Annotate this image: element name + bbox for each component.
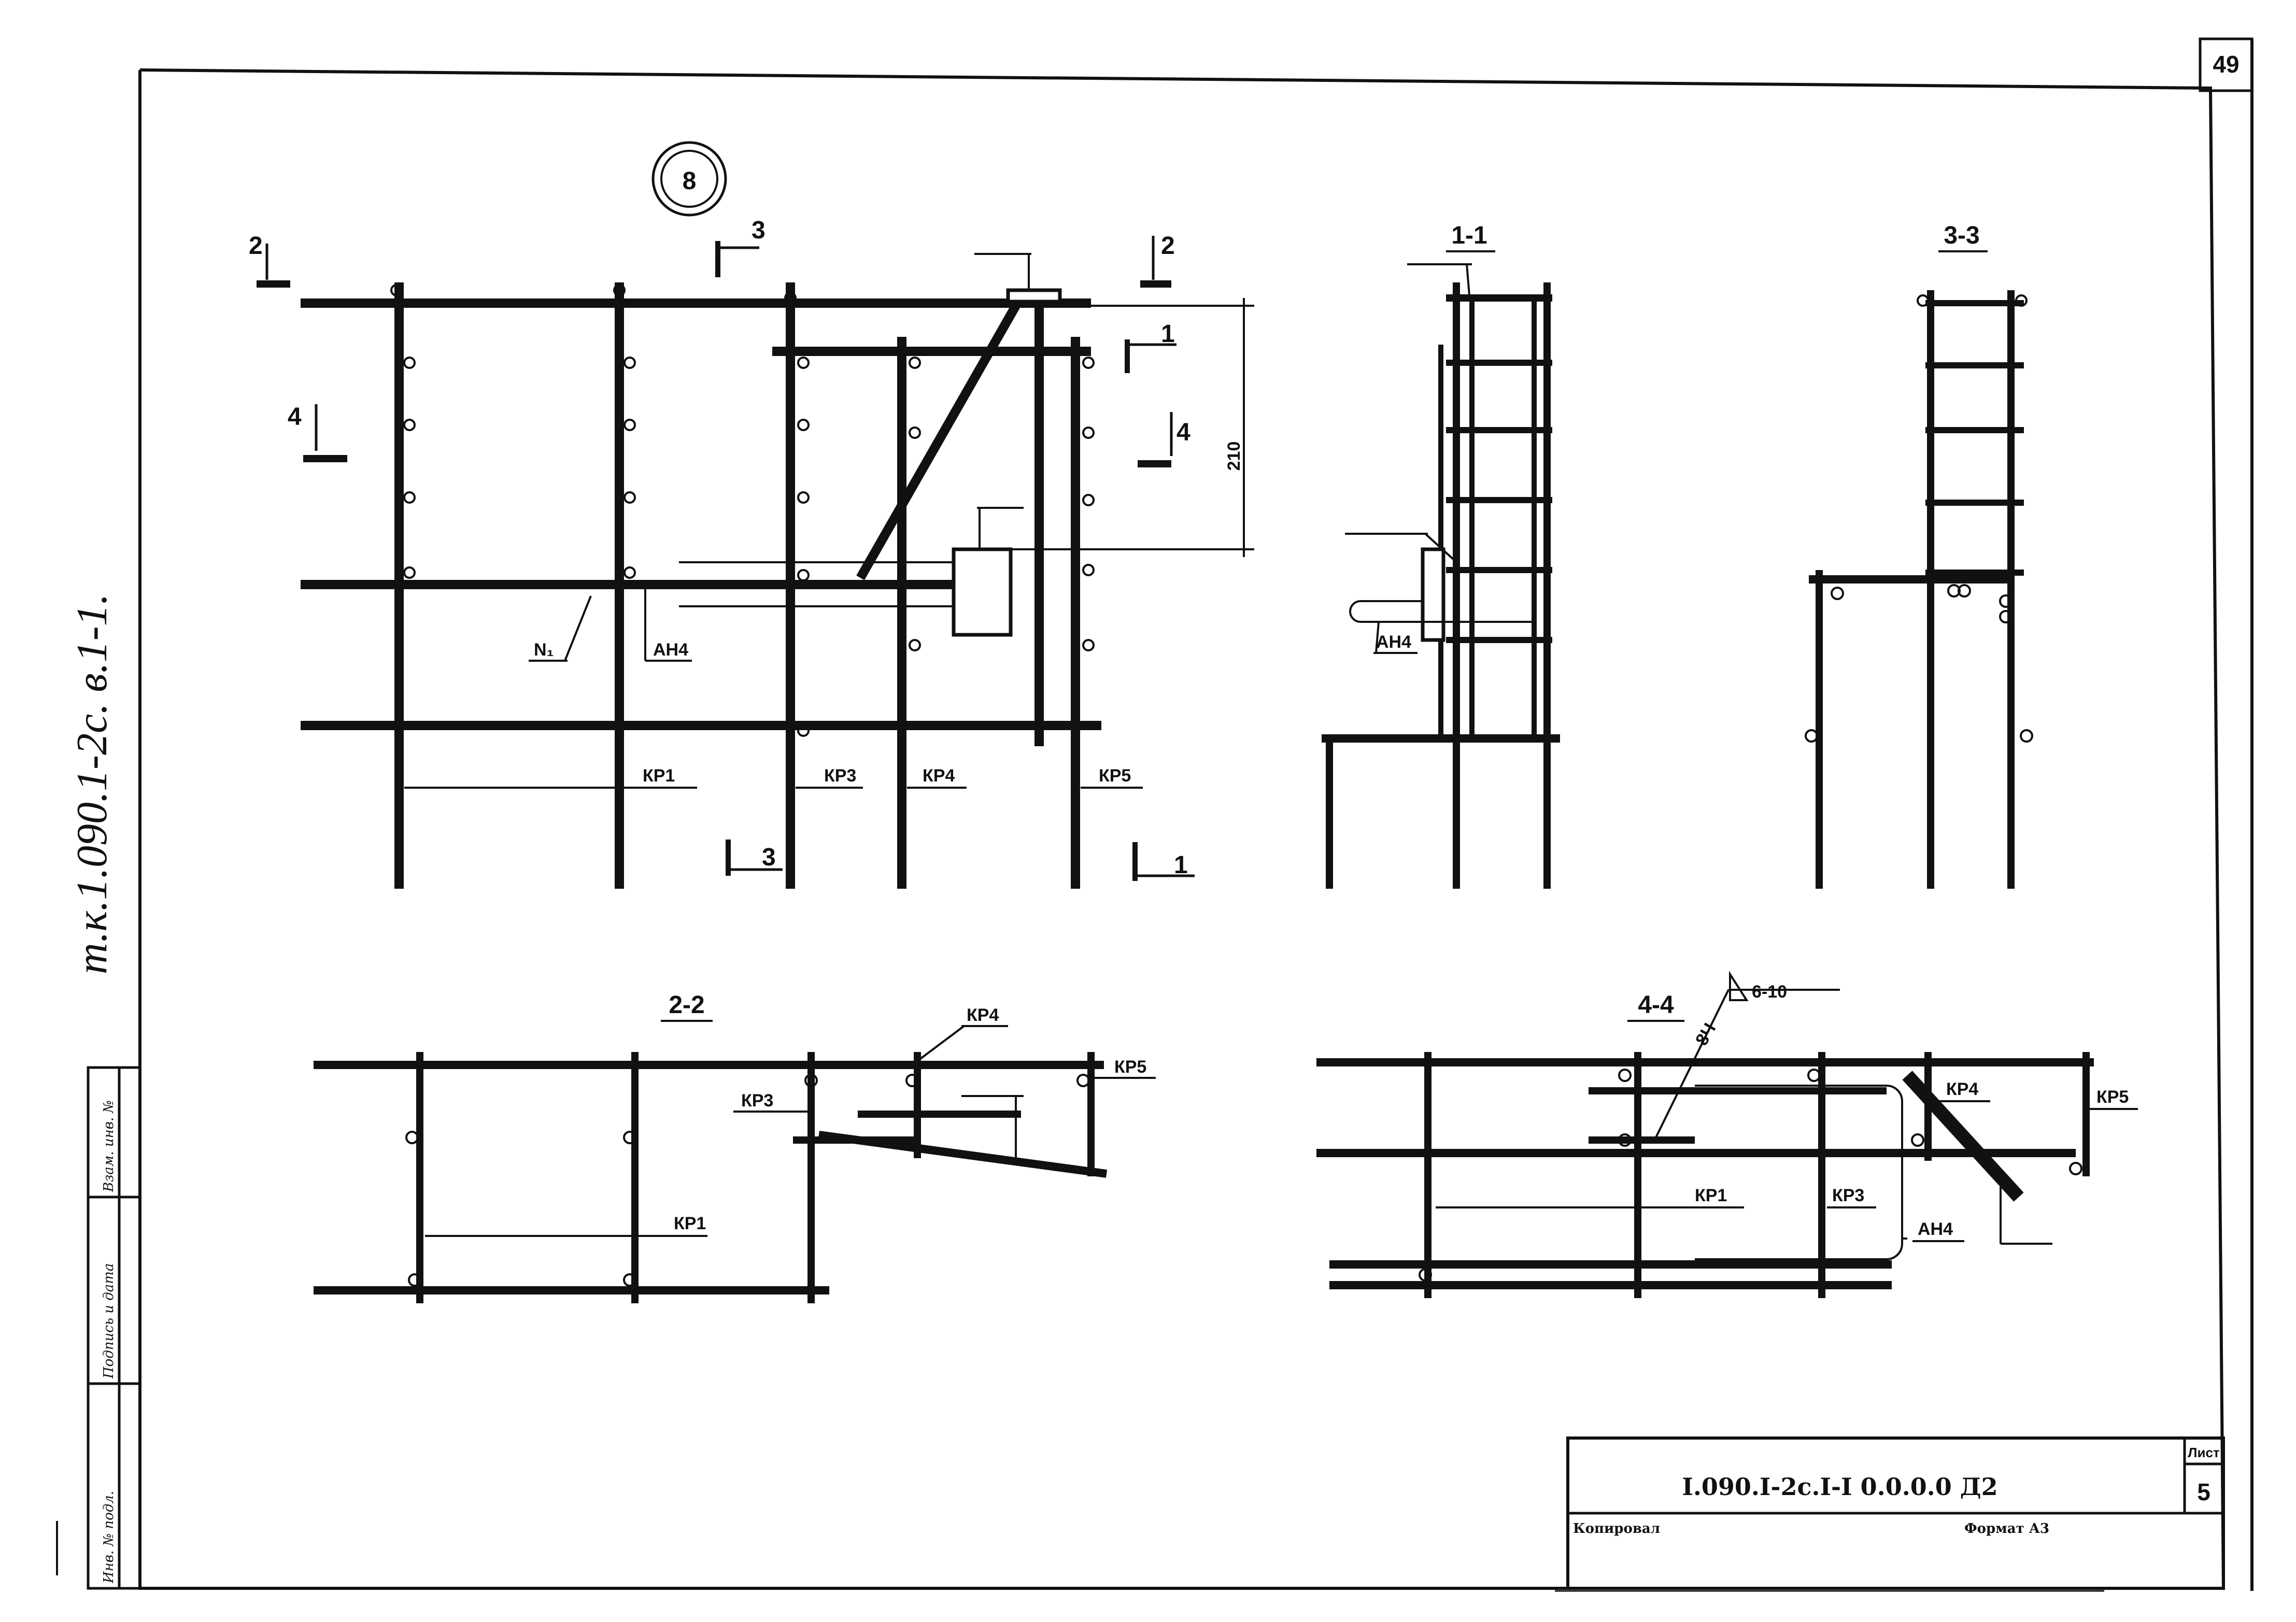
title-block: I.090.I-2с.I-I 0.0.0.0 Д2 Лист 5 Копиров… [1566, 1436, 2225, 1590]
label-kr3-s22: КР3 [741, 1091, 773, 1111]
svg-text:3: 3 [762, 844, 776, 871]
corner-number: 49 [2213, 51, 2239, 78]
main-view: 8 [249, 141, 1254, 889]
label-an4-main: АН4 [653, 640, 688, 660]
footer-format: Формат А3 [1964, 1521, 2049, 1536]
cut-marker-4-left: 4 [288, 403, 347, 462]
label-n1: N₁ [534, 640, 554, 660]
label-kr1-s44: КР1 [1695, 1186, 1727, 1205]
section-3-3: 3-3 [1805, 222, 2033, 889]
side-stamp: Взам. инв. № Подпись и дата Инв. № подл. [87, 1066, 141, 1590]
stamp-cell-replace-inv: Взам. инв. № [101, 1100, 117, 1192]
stamp-cell-inv-original: Инв. № подл. [101, 1491, 117, 1584]
svg-text:4: 4 [1177, 419, 1190, 446]
label-an4-s44: АН4 [1918, 1219, 1953, 1239]
cut-marker-1-bottom: 1 [1132, 842, 1195, 881]
section-title-2-2: 2-2 [669, 991, 704, 1019]
label-kr5-main: КР5 [1099, 766, 1131, 786]
section-title-4-4: 4-4 [1638, 991, 1674, 1019]
svg-text:4: 4 [288, 403, 302, 431]
label-kr5-s22: КР5 [1114, 1057, 1146, 1077]
section-title-3-3: 3-3 [1944, 222, 1979, 249]
dimension-210: 210 [1224, 442, 1244, 471]
section-1-1: 1-1 АН4 [1322, 222, 1560, 889]
label-kr5-s44: КР5 [2096, 1087, 2129, 1107]
cut-marker-1-top: 1 [1125, 320, 1177, 373]
footer-copied: Копировал [1573, 1521, 1660, 1536]
svg-text:2: 2 [249, 232, 263, 260]
svg-text:2: 2 [1161, 232, 1175, 260]
label-kr3-s44: КР3 [1832, 1186, 1864, 1205]
corner-number-box: 49 [2199, 37, 2254, 92]
label-weld-note: 8Ч [1692, 1020, 1720, 1049]
detail-number: 8 [683, 167, 697, 195]
side-inscription: т.к.1.090.1-2с. в.1-1. [68, 593, 116, 974]
label-kr1-main: КР1 [643, 766, 675, 786]
cut-marker-2-left: 2 [249, 232, 290, 288]
sheet-number: 5 [2197, 1478, 2210, 1505]
label-kr4-main: КР4 [923, 766, 955, 786]
label-kr1-s22: КР1 [674, 1214, 706, 1233]
cut-marker-3-top: 3 [715, 217, 766, 277]
sheet-label: Лист [2188, 1445, 2220, 1460]
svg-text:1: 1 [1174, 851, 1188, 879]
stamp-cell-signature-date: Подпись и дата [101, 1263, 117, 1379]
label-kr4-s44: КР4 [1946, 1079, 1978, 1099]
section-4-4: 4-4 6-10 8Ч КР [1316, 971, 2138, 1298]
cut-marker-4-right: 4 [1138, 412, 1190, 467]
label-kr4-s22: КР4 [967, 1005, 999, 1025]
section-title-1-1: 1-1 [1451, 222, 1487, 249]
svg-text:1: 1 [1161, 320, 1175, 348]
label-an4-s11: АН4 [1376, 632, 1411, 652]
svg-text:3: 3 [752, 217, 766, 244]
cut-marker-3-bottom: 3 [726, 840, 783, 876]
cut-marker-2-right: 2 [1140, 232, 1175, 288]
label-kr3-main: КР3 [824, 766, 856, 786]
drawing-code: I.090.I-2с.I-I 0.0.0.0 Д2 [1682, 1473, 1997, 1501]
label-weld: 6-10 [1752, 982, 1787, 1002]
section-2-2: 2-2 КР4 КР5 КР3 [314, 991, 1156, 1303]
